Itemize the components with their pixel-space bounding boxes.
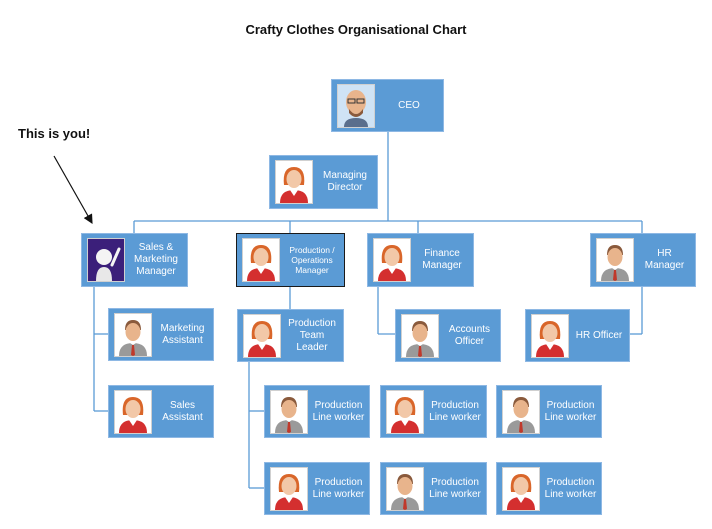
node-label: Production Line worker <box>429 399 481 423</box>
node-production-team-leader[interactable]: Production Team Leader <box>237 309 344 362</box>
node-label: Production Line worker <box>312 476 365 500</box>
node-label: Production Line worker <box>312 399 365 423</box>
node-sales-assistant[interactable]: Sales Assistant <box>108 385 214 438</box>
node-marketing-assistant[interactable]: Marketing Assistant <box>108 308 214 361</box>
woman-avatar-icon <box>270 466 308 511</box>
node-production-line-worker-6[interactable]: Production Line worker <box>496 462 602 515</box>
woman-avatar-icon <box>531 313 569 358</box>
woman-avatar-icon <box>114 389 152 434</box>
node-managing-director[interactable]: Managing Director <box>269 155 378 209</box>
man-avatar-icon <box>270 389 308 434</box>
node-production-line-worker-1[interactable]: Production Line worker <box>264 385 370 438</box>
woman-avatar-icon <box>275 160 313 204</box>
bald-man-avatar-icon <box>337 83 375 128</box>
callout-arrow <box>53 155 93 225</box>
callout-text: This is you! <box>18 126 91 141</box>
woman-avatar-icon <box>502 466 540 511</box>
node-label: HR Manager <box>644 248 685 271</box>
node-label: HR Officer <box>575 329 623 341</box>
node-hr-officer[interactable]: HR Officer <box>525 309 630 362</box>
node-production-line-worker-2[interactable]: Production Line worker <box>380 385 487 438</box>
node-production-operations-manager[interactable]: Production / Operations Manager <box>236 233 345 287</box>
chart-title: Crafty Clothes Organisational Chart <box>245 22 467 37</box>
man-avatar-icon <box>596 238 634 282</box>
node-label: Production Line worker <box>544 476 597 500</box>
node-label: Marketing Assistant <box>160 322 205 346</box>
node-sales-marketing-manager[interactable]: Sales & Marketing Manager <box>81 233 188 287</box>
node-label: Finance Manager <box>422 248 462 271</box>
node-label: CEO <box>398 99 420 111</box>
man-avatar-icon <box>401 313 439 358</box>
node-accounts-officer[interactable]: Accounts Officer <box>395 309 501 362</box>
man-avatar-icon <box>502 389 540 434</box>
node-label: Sales & Marketing Manager <box>134 242 178 277</box>
woman-avatar-icon <box>242 238 280 282</box>
node-label: Managing Director <box>323 170 367 193</box>
node-label: Production Team Leader <box>288 317 336 353</box>
purple-figure-avatar-icon <box>87 238 125 282</box>
man-avatar-icon <box>386 466 424 511</box>
node-label: Accounts Officer <box>448 323 491 347</box>
woman-avatar-icon <box>386 389 424 434</box>
node-label: Production / Operations Manager <box>289 245 335 275</box>
node-label: Production Line worker <box>544 399 597 423</box>
woman-avatar-icon <box>243 313 281 358</box>
node-production-line-worker-5[interactable]: Production Line worker <box>380 462 487 515</box>
node-hr-manager[interactable]: HR Manager <box>590 233 696 287</box>
node-label: Sales Assistant <box>162 399 203 423</box>
node-production-line-worker-4[interactable]: Production Line worker <box>264 462 370 515</box>
node-label: Production Line worker <box>429 476 481 500</box>
node-finance-manager[interactable]: Finance Manager <box>367 233 474 287</box>
node-ceo[interactable]: CEO <box>331 79 444 132</box>
woman-avatar-icon <box>373 238 411 282</box>
node-production-line-worker-3[interactable]: Production Line worker <box>496 385 602 438</box>
man-avatar-icon <box>114 312 152 357</box>
